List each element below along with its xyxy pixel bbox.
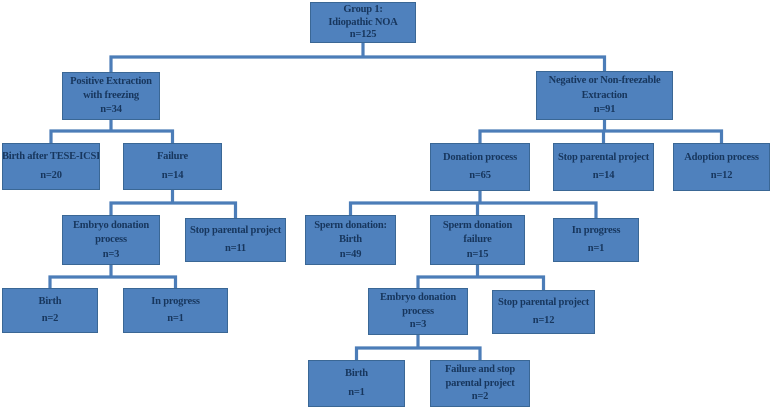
flow-node-failure: Failure n=14 xyxy=(123,143,222,190)
node-line: Sperm donation: xyxy=(314,219,387,231)
node-line: n=34 xyxy=(100,104,122,115)
node-line: process xyxy=(95,234,127,245)
flow-node-birth-after-tese-icsi: Birth after TESE-ICSI n=20 xyxy=(2,143,100,190)
node-line: n=12 xyxy=(710,170,733,182)
node-line: n=1 xyxy=(348,386,365,398)
flow-node-birth-n2: Birth n=2 xyxy=(2,288,98,333)
node-line: Sperm donation xyxy=(442,219,513,231)
flow-node-birth-n1: Birth n=1 xyxy=(308,360,405,407)
flow-node-failure-and-stop: Failure and stop parental project n=2 xyxy=(430,360,530,407)
flow-node-stop-parental-project-14: Stop parental project n=14 xyxy=(553,143,654,191)
node-line: Birth xyxy=(339,234,362,245)
node-line: n=2 xyxy=(41,313,59,325)
node-line: Embryo donation xyxy=(379,291,457,303)
node-line: Failure xyxy=(156,151,189,163)
node-line: n=65 xyxy=(469,170,491,182)
node-line: parental project xyxy=(445,377,515,389)
node-line: Stop parental project xyxy=(557,151,650,163)
node-line: n=20 xyxy=(40,169,62,181)
node-line: Birth xyxy=(345,368,368,380)
node-line: n=3 xyxy=(102,248,120,260)
flow-node-embryo-donation-a: Embryo donation process n=3 xyxy=(62,215,160,265)
node-line: Donation process xyxy=(443,151,517,163)
flow-node-adoption-process: Adoption process n=12 xyxy=(673,143,770,191)
flow-node-embryo-donation-b: Embryo donation process n=3 xyxy=(368,288,468,335)
flow-node-sperm-donation-failure: Sperm donation failure n=15 xyxy=(430,215,525,265)
node-line: n=15 xyxy=(466,248,489,260)
node-line: n=12 xyxy=(532,314,555,326)
node-line: Negative or Non-freezable xyxy=(548,75,661,87)
node-line: Positive Extraction xyxy=(70,76,152,87)
node-line: n=1 xyxy=(167,313,184,325)
node-line: Extraction xyxy=(581,89,628,101)
node-line: n=11 xyxy=(225,242,246,254)
node-line: Failure and stop xyxy=(444,363,516,375)
node-line: In progress xyxy=(151,295,200,307)
node-line: n=14 xyxy=(592,170,615,182)
node-line: In progress xyxy=(571,225,621,237)
node-line: n=1 xyxy=(587,242,605,254)
flow-node-stop-parental-project-12: Stop parental project n=12 xyxy=(492,290,595,334)
node-line: Idiopathic NOA xyxy=(328,16,398,28)
node-line: n=2 xyxy=(471,391,489,403)
node-line: with freezing xyxy=(83,90,139,101)
node-line: n=14 xyxy=(161,169,184,181)
node-line: process xyxy=(402,305,434,317)
flow-node-stop-parental-project-11: Stop parental project n=11 xyxy=(185,218,286,262)
flow-node-donation-process: Donation process n=65 xyxy=(430,143,530,191)
node-line: Stop parental project xyxy=(189,225,282,237)
node-line: n=125 xyxy=(349,28,377,40)
node-line: Adoption process xyxy=(684,151,759,163)
node-line: Stop parental project xyxy=(497,297,590,309)
node-line: Birth after TESE-ICSI xyxy=(2,151,100,163)
node-line: n=3 xyxy=(409,319,427,331)
node-line: n=49 xyxy=(339,248,362,260)
node-line: Birth xyxy=(38,295,62,307)
node-line: n=91 xyxy=(593,103,616,115)
flow-node-positive-extraction: Positive Extraction with freezing n=34 xyxy=(62,72,160,120)
flow-node-sperm-donation-birth: Sperm donation: Birth n=49 xyxy=(305,215,396,265)
node-line: Group 1: xyxy=(343,4,383,16)
node-line: failure xyxy=(463,234,492,245)
node-line: Embryo donation xyxy=(72,219,150,231)
flow-node-in-progress-b: In progress n=1 xyxy=(123,288,228,333)
flow-node-in-progress-a: In progress n=1 xyxy=(553,218,639,262)
